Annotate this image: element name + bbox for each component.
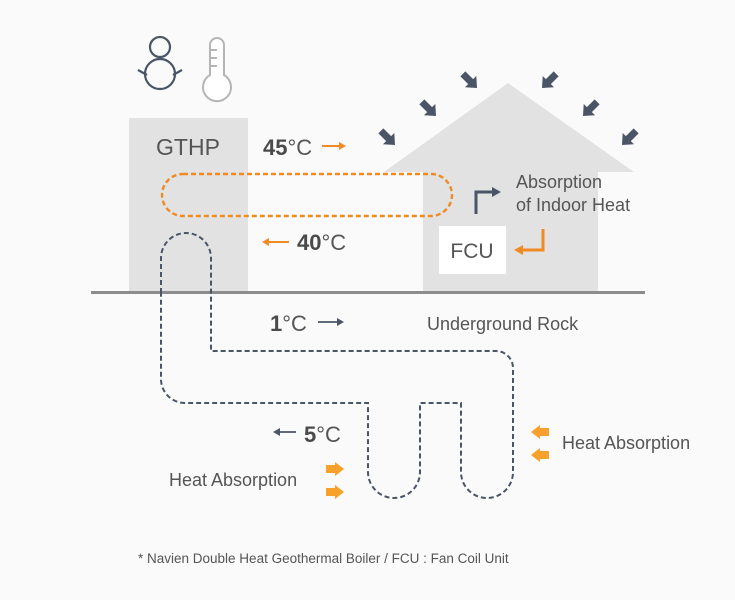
ground-out-arrow-icon [318,318,344,326]
heat-absorption-arrows-right [531,425,549,462]
fcu-box [439,226,506,274]
snowman-icon [137,35,183,91]
ground-in-temp: 5°C [304,422,341,447]
thermometer-icon [202,37,232,103]
incoming-heat-arrows [378,71,639,145]
absorption-arrow-head [492,187,501,197]
gthp-label: GTHP [156,134,220,160]
supply-temp: 45°C [263,135,312,160]
house-roof [384,83,634,172]
ground-in-arrow-icon [273,428,296,436]
heat-ray-arrow-icon [419,99,436,116]
fcu-return-arrow-head [514,245,523,255]
fcu-label: FCU [450,240,493,263]
hot-water-loop [160,172,454,218]
ground-loop [160,232,514,499]
heat-ray-arrow-icon [583,99,600,116]
absorption-arrow-icon [474,190,493,214]
heat-ray-arrow-icon [378,128,395,145]
heat-ray-arrow-icon [460,71,477,88]
fcu-return-arrow-icon [522,229,545,252]
heat-absorption-label-right: Heat Absorption [562,433,690,453]
heat-ray-arrow-icon [622,128,639,145]
heat-absorption-label-left: Heat Absorption [169,470,297,490]
heat-absorption-arrows-left [326,462,344,499]
supply-arrow-icon [322,142,346,150]
return-temp: 40°C [297,230,346,255]
gthp-unit [129,118,248,293]
underground-rock-label: Underground Rock [427,314,579,334]
ground-line [91,291,645,294]
footnote: * Navien Double Heat Geothermal Boiler /… [138,551,509,566]
heat-ray-arrow-icon [542,71,559,88]
absorption-label-line1: Absorption [516,172,602,192]
absorption-label-line2: of Indoor Heat [516,195,630,215]
return-arrow-icon [262,238,289,246]
ground-out-temp: 1°C [270,311,307,336]
